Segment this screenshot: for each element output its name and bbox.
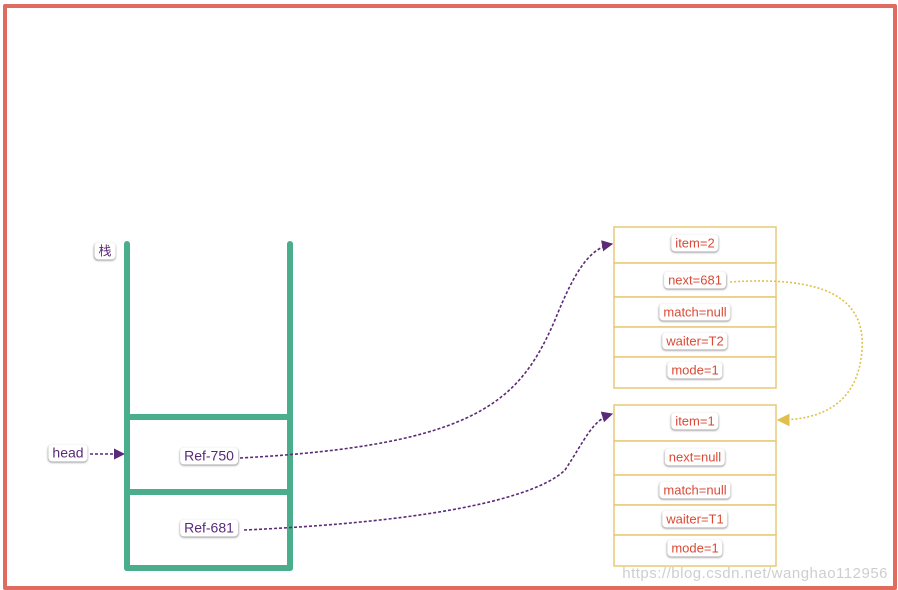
watermark-text: https://blog.csdn.net/wanghao112956 <box>622 565 888 582</box>
stack-slot-ref-681: Ref-681 <box>180 519 238 537</box>
node-2-field-match: match=null <box>659 481 731 499</box>
head-label: head <box>48 444 88 462</box>
stack-container <box>124 241 293 571</box>
node-1-field-mode: mode=1 <box>667 361 723 379</box>
stack-slot-ref-750: Ref-750 <box>180 447 238 465</box>
stack-title: 栈 <box>94 242 116 260</box>
node-1-field-waiter: waiter=T2 <box>662 332 728 350</box>
ref-681-arrow <box>243 411 614 531</box>
node-1-field-next: next=681 <box>664 271 726 289</box>
node-2-field-item: item=1 <box>671 412 719 430</box>
node-2-field-next: next=null <box>664 448 726 466</box>
node-1-field-item: item=2 <box>671 234 719 252</box>
node-2-field-waiter: waiter=T1 <box>662 510 728 528</box>
node-1 <box>613 226 777 389</box>
node-1-field-match: match=null <box>659 303 731 321</box>
ref-750-arrow <box>239 240 614 459</box>
diagram-frame <box>3 4 897 590</box>
node-2-field-mode: mode=1 <box>667 539 723 557</box>
